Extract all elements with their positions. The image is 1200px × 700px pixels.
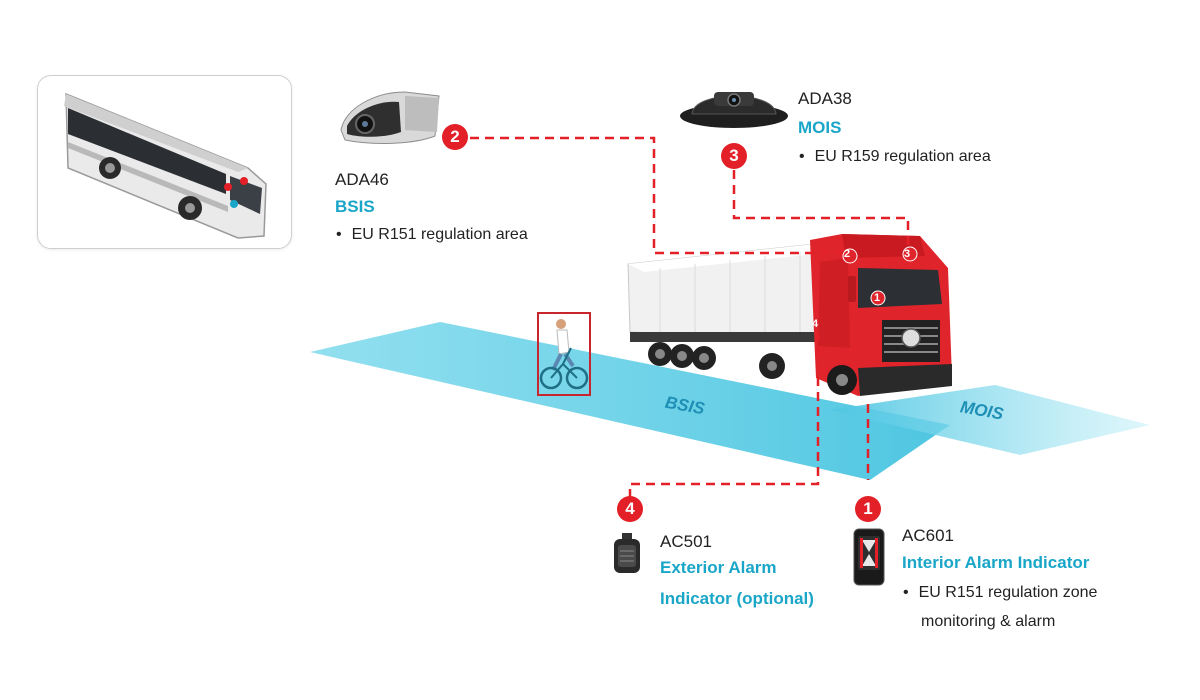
ada38-camera-icon (680, 92, 788, 128)
ada38-model: ADA38 (798, 89, 852, 108)
bsis-zone (310, 322, 950, 480)
badge-1: 1 (855, 496, 881, 522)
bus-inset-panel (37, 75, 292, 249)
truck-mark-3: 3 (904, 248, 911, 260)
ada46-camera-icon (340, 91, 440, 144)
mois-zone (830, 385, 1150, 455)
badge-2: 2 (442, 124, 468, 150)
ada38-bullet: EU R159 regulation area (799, 148, 991, 166)
badge-4: 4 (617, 496, 643, 522)
connector-2 (470, 136, 842, 255)
ac601-model: AC601 (902, 526, 954, 545)
bus-sensor-dot (230, 200, 238, 208)
ac601-feature: Interior Alarm Indicator (902, 553, 1090, 572)
ada38-feature: MOIS (798, 118, 842, 137)
ac601-bullet-line1: EU R151 regulation zone (903, 584, 1098, 602)
badge-3: 3 (721, 143, 747, 169)
cyclist-icon (539, 319, 589, 390)
bus-sensor-dot (224, 183, 232, 191)
ac501-exterior-alarm-icon (614, 533, 640, 573)
ada46-model: ADA46 (335, 170, 389, 189)
truck-mark-4: 4 (812, 318, 819, 330)
ac601-bullet-line2: monitoring & alarm (921, 613, 1056, 630)
ac501-feature-line1: Exterior Alarm (660, 558, 777, 577)
truck-illustration (627, 234, 952, 396)
cyclist-detection-box (537, 312, 591, 396)
bus-sensor-dot (240, 177, 248, 185)
ac501-feature-line2: Indicator (optional) (660, 589, 814, 608)
connector-3 (732, 170, 910, 248)
ac501-model: AC501 (660, 532, 712, 551)
connector-4 (628, 332, 820, 498)
bus-illustration (64, 92, 267, 239)
truck-mark-1: 1 (874, 292, 881, 304)
ada46-feature: BSIS (335, 197, 375, 216)
ada46-bullet: EU R151 regulation area (336, 226, 528, 244)
truck-mark-2: 2 (844, 248, 851, 260)
ac601-interior-alarm-icon (853, 528, 885, 586)
